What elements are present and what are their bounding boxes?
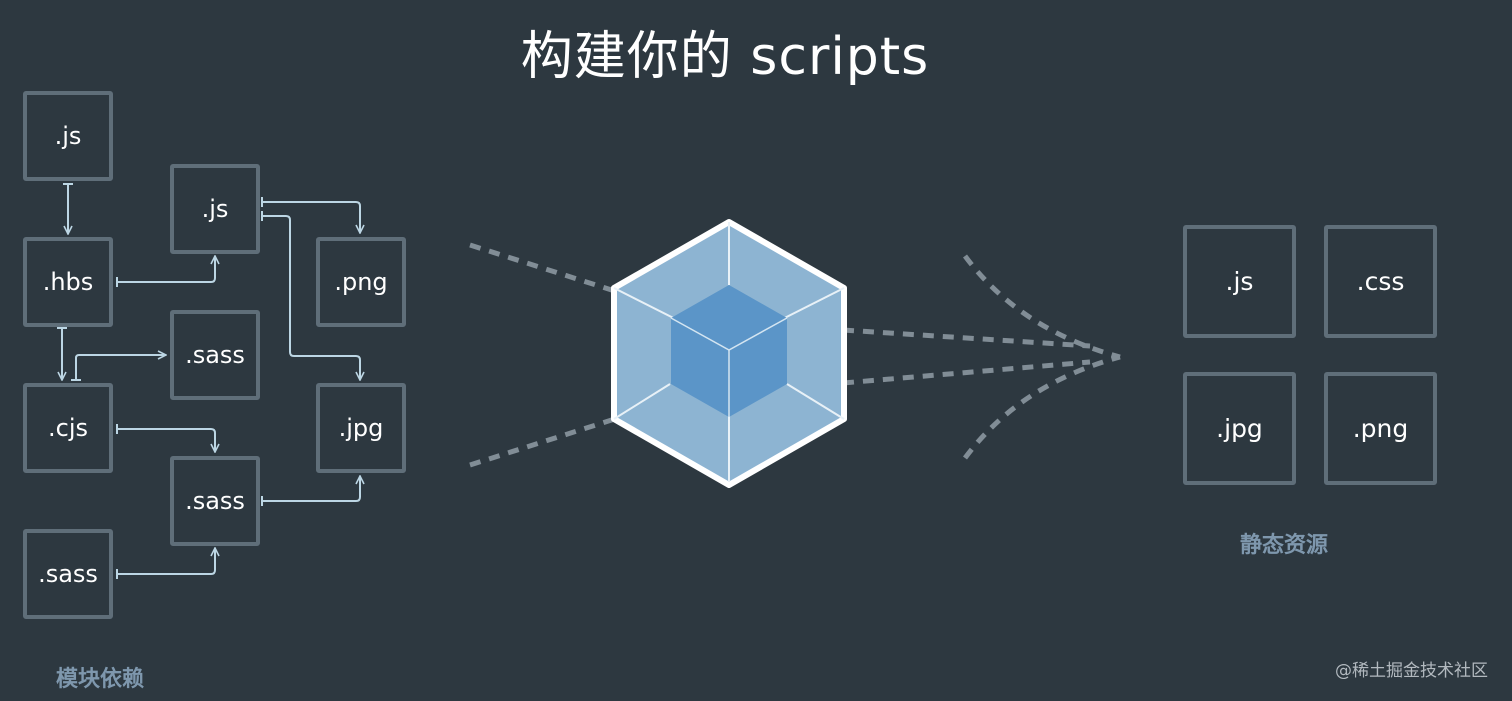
arrow-sass-to-sass <box>117 548 215 575</box>
left-caption: 模块依赖 <box>56 667 145 692</box>
arrow-cjs-to-sass-mid <box>117 428 215 452</box>
asset-js: .js <box>1183 225 1296 338</box>
module-sass-middle: .sass <box>170 456 260 546</box>
module-sass-top: .sass <box>170 310 260 400</box>
module-js-second: .js <box>170 164 260 254</box>
asset-css: .css <box>1324 225 1437 338</box>
module-js: .js <box>23 91 113 181</box>
asset-png: .png <box>1324 372 1437 485</box>
dotted-converge-top <box>962 254 1121 360</box>
watermark: @稀土掘金技术社区 <box>1335 661 1488 681</box>
dotted-output-bottom <box>842 359 1091 386</box>
right-caption: 静态资源 <box>1240 533 1329 558</box>
module-jpg: .jpg <box>316 383 406 473</box>
bundle-dotted-lines <box>469 242 1121 468</box>
dotted-converge-bottom <box>962 354 1121 460</box>
arrow-sass-to-jpg <box>262 476 360 502</box>
page-title: 构建你的 scripts <box>520 27 930 87</box>
module-cjs: .cjs <box>23 383 113 473</box>
module-sass-bottom: .sass <box>23 529 113 619</box>
arrow-js-to-jpg <box>262 215 360 380</box>
dependency-arrows <box>57 183 360 579</box>
module-png: .png <box>316 237 406 327</box>
module-hbs: .hbs <box>23 237 113 327</box>
arrow-cjs-to-sass <box>75 355 166 380</box>
arrow-js-to-png <box>262 201 360 233</box>
arrow-hbs-to-js <box>117 256 215 283</box>
dotted-output-top <box>842 327 1091 349</box>
dotted-input-top <box>469 242 619 295</box>
dotted-input-bottom <box>469 415 619 468</box>
webpack-cube-icon <box>611 219 847 488</box>
asset-jpg: .jpg <box>1183 372 1296 485</box>
